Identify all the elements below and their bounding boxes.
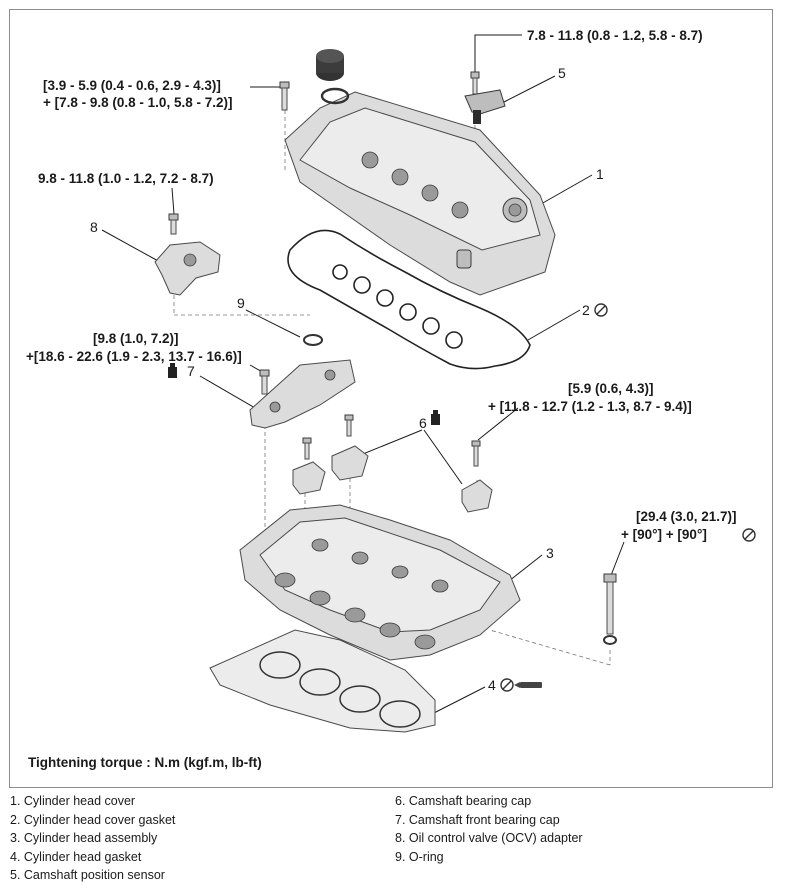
callout-7: 7 — [187, 363, 195, 379]
cylinder-head-assembly — [239, 504, 521, 661]
callout-5: 5 — [558, 65, 566, 81]
ocv-adapter — [154, 213, 221, 296]
callout-2: 2 — [582, 302, 590, 318]
sealant-tube-icon — [514, 682, 542, 688]
no-reuse-icon — [594, 303, 608, 317]
callout-9: 9 — [237, 295, 245, 311]
head-bolt-washer — [603, 635, 617, 645]
cylinder-head-cover-gasket — [287, 229, 531, 370]
cylinder-head-gasket — [209, 629, 436, 733]
sealant-icon — [168, 363, 177, 378]
cylinder-head-bolt — [603, 573, 617, 635]
torque-bearing-cap-1: [5.9 (0.6, 4.3)] — [568, 381, 654, 396]
callout-3: 3 — [546, 545, 554, 561]
parts-legend: 1. Cylinder head cover 2. Cylinder head … — [10, 792, 775, 892]
legend-item: 2. Cylinder head cover gasket — [10, 812, 176, 827]
legend-item: 9. O-ring — [395, 849, 444, 864]
cover-bolt — [279, 81, 290, 111]
callout-1: 1 — [596, 166, 604, 182]
callout-6: 6 — [419, 415, 427, 431]
o-ring — [303, 334, 323, 346]
oil-filler-cap — [316, 49, 344, 81]
torque-head-bolt-1: [29.4 (3.0, 21.7)] — [636, 509, 737, 524]
legend-item: 1. Cylinder head cover — [10, 794, 136, 808]
sealant-icon — [431, 410, 440, 425]
torque-front-cap-2: +[18.6 - 22.6 (1.9 - 2.3, 13.7 - 16.6)] — [26, 349, 242, 364]
legend-item: 5. Camshaft position sensor — [10, 868, 165, 882]
torque-bearing-cap-2: + [11.8 - 12.7 (1.2 - 1.3, 8.7 - 9.4)] — [488, 399, 692, 414]
camshaft-front-bearing-cap — [249, 359, 356, 429]
camshaft-bearing-caps — [292, 414, 493, 513]
no-reuse-icon — [500, 678, 514, 692]
torque-cover-bolt-1: [3.9 - 5.9 (0.4 - 0.6, 2.9 - 4.3)] — [43, 78, 221, 93]
legend-item: 6. Camshaft bearing cap — [395, 794, 532, 808]
callout-4: 4 — [488, 677, 496, 693]
torque-head-bolt-2: + [90°] + [90°] — [621, 527, 707, 542]
no-reuse-icon — [742, 528, 756, 542]
filler-cap-seal — [320, 87, 350, 105]
legend-item: 3. Cylinder head assembly — [10, 831, 158, 845]
leader-lines — [101, 34, 625, 716]
torque-cover-bolt-2: + [7.8 - 9.8 (0.8 - 1.0, 5.8 - 7.2)] — [43, 95, 232, 110]
torque-ocv-adapter: 9.8 - 11.8 (1.0 - 1.2, 7.2 - 8.7) — [38, 171, 214, 186]
torque-front-cap-1: [9.8 (1.0, 7.2)] — [93, 331, 179, 346]
legend-column-left: 1. Cylinder head cover 2. Cylinder head … — [10, 792, 175, 885]
camshaft-position-sensor — [464, 71, 506, 124]
torque-cmp-sensor: 7.8 - 11.8 (0.8 - 1.2, 5.8 - 8.7) — [527, 28, 703, 43]
cylinder-head-cover — [284, 91, 556, 296]
exploded-view-diagram: 7.8 - 11.8 (0.8 - 1.2, 5.8 - 8.7) [3.9 -… — [26, 28, 756, 770]
diagram-frame — [9, 9, 773, 788]
torque-unit-caption: Tightening torque : N.m (kgf.m, lb-ft) — [28, 755, 262, 770]
legend-column-right: 6. Camshaft bearing cap 7. Camshaft fron… — [395, 792, 583, 866]
legend-item: 4. Cylinder head gasket — [10, 849, 142, 864]
legend-item: 8. Oil control valve (OCV) adapter — [395, 831, 583, 845]
callout-8: 8 — [90, 219, 98, 235]
legend-item: 7. Camshaft front bearing cap — [395, 812, 560, 827]
